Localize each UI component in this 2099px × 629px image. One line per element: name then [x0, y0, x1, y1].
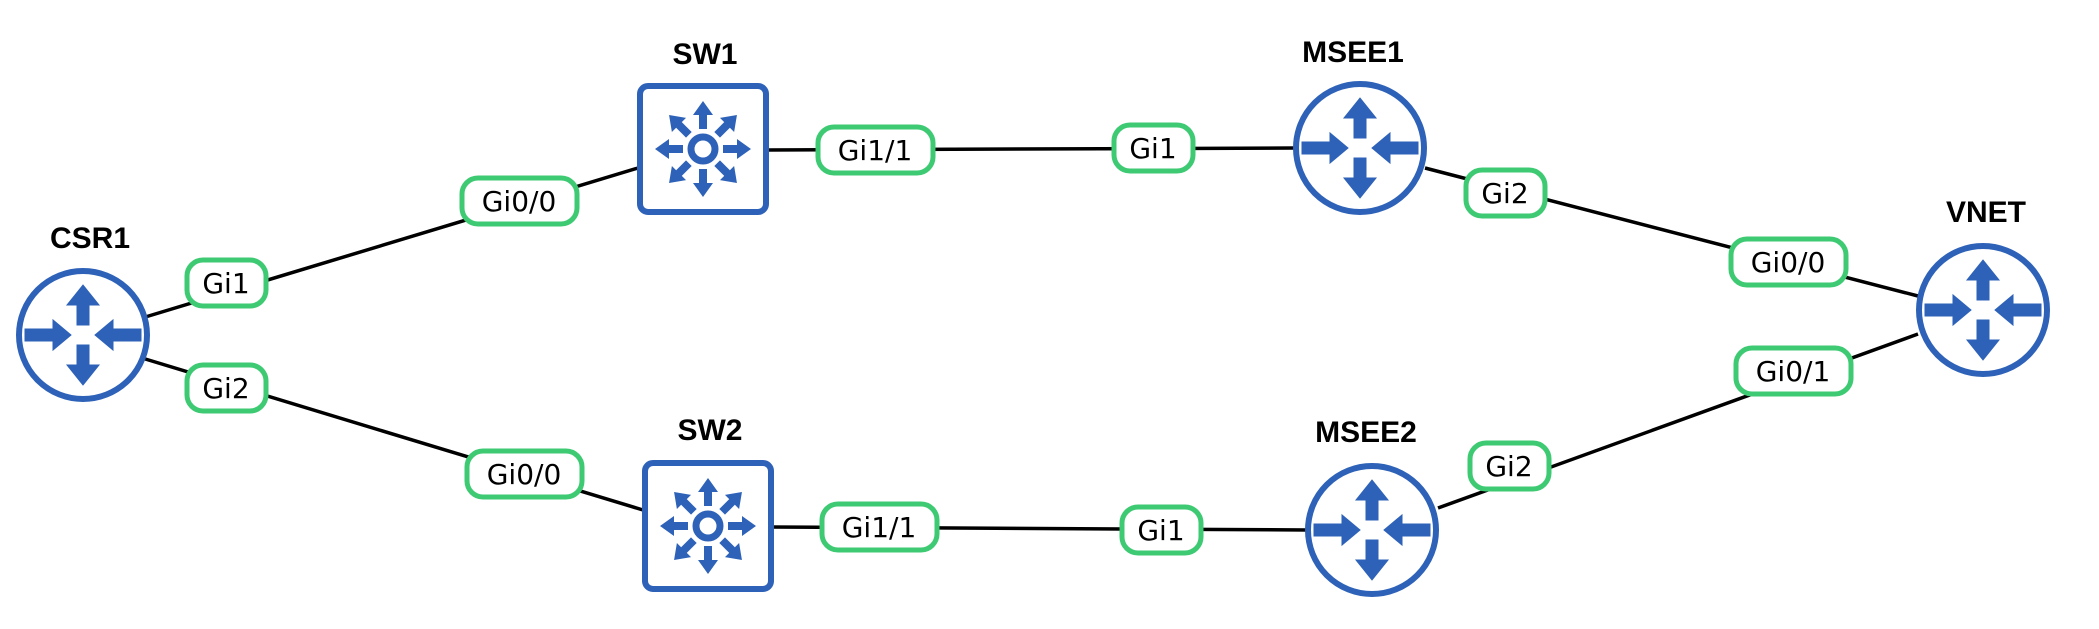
svg-text:Gi1: Gi1	[1137, 514, 1184, 547]
svg-text:Gi0/0: Gi0/0	[487, 458, 562, 491]
router-icon	[1916, 243, 2050, 377]
node-label-csr1: CSR1	[50, 222, 130, 255]
router-icon	[1305, 463, 1439, 597]
layer3-switch-icon	[637, 83, 769, 215]
port-label-msee2-gi2: Gi2	[1467, 440, 1552, 492]
links	[141, 146, 1919, 532]
node-label-msee1: MSEE1	[1302, 36, 1404, 69]
node-msee2[interactable]: MSEE2	[1305, 416, 1439, 597]
node-sw1[interactable]: SW1	[637, 38, 769, 215]
node-label-sw2: SW2	[677, 414, 742, 447]
svg-text:Gi0/0: Gi0/0	[1751, 246, 1826, 279]
port-label-csr1-gi1: Gi1	[184, 257, 269, 309]
router-icon	[1293, 81, 1427, 215]
node-label-vnet: VNET	[1946, 196, 2026, 229]
svg-text:Gi0/0: Gi0/0	[482, 185, 557, 218]
svg-text:Gi1/1: Gi1/1	[842, 511, 917, 544]
node-label-sw1: SW1	[672, 38, 737, 71]
node-csr1[interactable]: CSR1	[16, 222, 150, 402]
port-label-msee1-gi1: Gi1	[1111, 122, 1196, 174]
port-label-sw2-gi1-1: Gi1/1	[819, 501, 940, 553]
port-label-msee2-gi1: Gi1	[1119, 504, 1204, 556]
svg-text:Gi1/1: Gi1/1	[838, 134, 913, 167]
port-label-msee1-gi2: Gi2	[1463, 167, 1548, 219]
svg-text:Gi0/1: Gi0/1	[1756, 355, 1831, 388]
router-icon	[16, 268, 150, 402]
svg-text:Gi1: Gi1	[202, 267, 249, 300]
svg-text:Gi2: Gi2	[202, 372, 249, 405]
port-label-csr1-gi2: Gi2	[184, 362, 269, 414]
port-label-sw2-gi0-0: Gi0/0	[464, 448, 585, 500]
port-label-sw1-gi0-0: Gi0/0	[459, 175, 580, 227]
port-label-vnet-gi0-1: Gi0/1	[1733, 345, 1854, 397]
node-msee1[interactable]: MSEE1	[1293, 36, 1427, 215]
svg-text:Gi2: Gi2	[1481, 177, 1528, 210]
svg-text:Gi1: Gi1	[1129, 132, 1176, 165]
svg-text:Gi2: Gi2	[1485, 450, 1532, 483]
port-labels: Gi1 Gi2 Gi0/0 Gi1/1 Gi0/0 Gi1/1	[184, 122, 1854, 556]
port-label-vnet-gi0-0: Gi0/0	[1728, 236, 1849, 288]
layer3-switch-icon	[642, 460, 774, 592]
port-label-sw1-gi1-1: Gi1/1	[815, 124, 936, 176]
node-sw2[interactable]: SW2	[642, 414, 774, 592]
node-vnet[interactable]: VNET	[1916, 196, 2050, 377]
node-label-msee2: MSEE2	[1315, 416, 1417, 449]
